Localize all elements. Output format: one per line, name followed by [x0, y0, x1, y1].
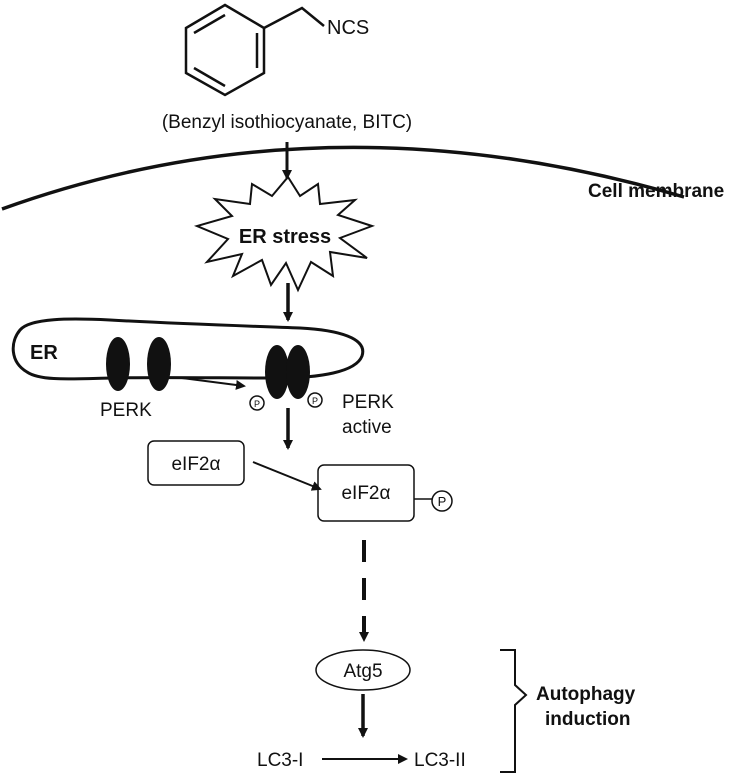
eif2a-inactive-label: eIF2α	[171, 454, 220, 475]
er-stress-label: ER stress	[239, 226, 331, 248]
eif2a-phospho-symbol: P	[438, 494, 447, 509]
arrow-eif2a-phosphorylation	[252, 461, 322, 491]
ch2-ncs-bond	[263, 6, 325, 30]
autophagy-bracket	[500, 649, 528, 773]
perk-phospho-right: P	[312, 396, 318, 406]
perk-active-subunit-1	[265, 345, 289, 399]
lc3-ii-label: LC3-II	[414, 750, 466, 771]
eif2a-active-label: eIF2α	[341, 483, 390, 504]
er-label: ER	[30, 342, 58, 364]
perk-active-subunit-2	[286, 345, 310, 399]
eif2a-inactive-box	[147, 440, 245, 486]
ncs-group-label: NCS	[327, 17, 369, 39]
er-stress-burst: ER stress	[193, 175, 376, 293]
perk-inactive-subunit-1	[106, 337, 130, 391]
perk-active-label-line1: PERK	[342, 392, 394, 413]
perk-phospho-left: P	[254, 399, 260, 409]
eif2a-active-box	[317, 464, 415, 522]
atg5-label: Atg5	[343, 661, 382, 682]
bitc-structure: NCS	[184, 3, 369, 97]
arrow-perk-activation	[181, 377, 246, 390]
benzene-ring	[184, 3, 266, 97]
perk-active-label-line2: active	[342, 417, 392, 438]
cell-membrane-arc	[1, 145, 685, 211]
autophagy-label-line2: induction	[545, 709, 630, 730]
atg5-node	[315, 649, 411, 691]
perk-inactive-subunit-2	[147, 337, 171, 391]
er-membrane	[11, 317, 365, 381]
compound-name: (Benzyl isothiocyanate, BITC)	[162, 112, 412, 133]
lc3-i-label: LC3-I	[257, 750, 303, 771]
autophagy-label-line1: Autophagy	[536, 684, 636, 705]
perk-inactive-label: PERK	[100, 400, 152, 421]
cell-membrane-label: Cell membrane	[588, 181, 724, 202]
